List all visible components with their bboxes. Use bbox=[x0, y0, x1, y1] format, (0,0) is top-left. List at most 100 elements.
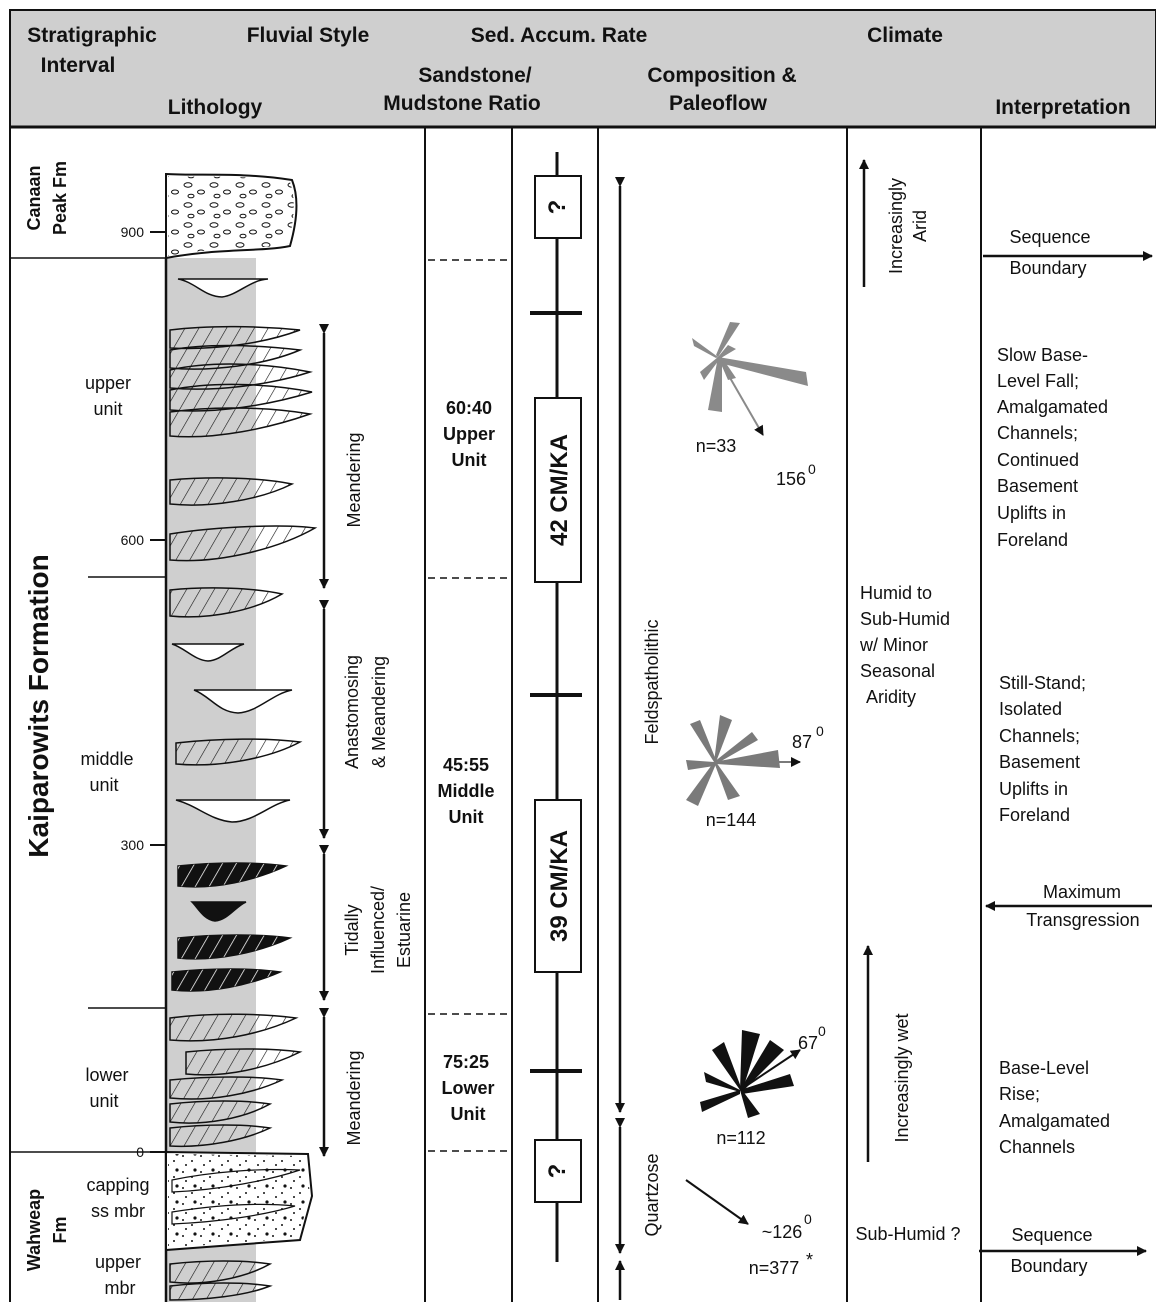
ratio-lower-value: 75:25 bbox=[443, 1052, 489, 1072]
table-header: Stratigraphic Interval Lithology Fluvial… bbox=[10, 10, 1156, 127]
interp-upper-8: Foreland bbox=[997, 530, 1068, 550]
wahweap-capping-sandstone bbox=[166, 1152, 312, 1250]
climate-subhumid: Sub-Humid ? bbox=[855, 1224, 960, 1244]
seq-top-2: Boundary bbox=[1009, 258, 1086, 278]
interp-upper-1: Slow Base- bbox=[997, 345, 1088, 365]
header-mudstone-ratio: Mudstone Ratio bbox=[383, 92, 541, 115]
capping-1: capping bbox=[86, 1175, 149, 1195]
middle-unit-2: unit bbox=[89, 775, 118, 795]
meandering-lower: Meandering bbox=[344, 1050, 364, 1145]
interpretation-column: Sequence Boundary Slow Base- Level Fall;… bbox=[979, 227, 1152, 1276]
wahweap-deg: 0 bbox=[804, 1211, 812, 1227]
wahweap-star: * bbox=[806, 1250, 813, 1270]
depth-label-0: 0 bbox=[136, 1144, 144, 1160]
lower-unit-2: unit bbox=[89, 1091, 118, 1111]
depth-label-900: 900 bbox=[121, 224, 145, 240]
ratio-middle-value: 45:55 bbox=[443, 755, 489, 775]
header-paleoflow: Paleoflow bbox=[669, 92, 768, 115]
column-borders bbox=[10, 127, 981, 1302]
wahweap-azimuth: ~126 bbox=[762, 1222, 803, 1242]
header-interval: Interval bbox=[41, 54, 116, 77]
seq-bottom-1: Sequence bbox=[1011, 1225, 1092, 1245]
upper-unit-1: upper bbox=[85, 373, 131, 393]
composition-quartzose: Quartzose bbox=[642, 1153, 662, 1236]
composition-feldspatholithic: Feldspatholithic bbox=[642, 619, 662, 744]
seq-bottom-2: Boundary bbox=[1010, 1256, 1087, 1276]
ratio-labels: 60:40 Upper Unit 45:55 Middle Unit 75:25… bbox=[438, 398, 496, 1124]
interp-middle-5: Uplifts in bbox=[999, 779, 1068, 799]
interp-middle-2: Isolated bbox=[999, 699, 1062, 719]
ratio-lower-unit: Unit bbox=[451, 1104, 486, 1124]
rose-upper-deg: 0 bbox=[808, 461, 816, 477]
upper-mbr-2: mbr bbox=[105, 1278, 136, 1298]
interp-lower-1: Base-Level bbox=[999, 1058, 1089, 1078]
header-climate: Climate bbox=[867, 24, 943, 47]
paleoflow-wahweap: ~126 0 n=377 * bbox=[686, 1180, 813, 1278]
wahweap-label-2: Fm bbox=[50, 1217, 70, 1244]
seq-top-1: Sequence bbox=[1009, 227, 1090, 247]
anastomosing-2: & Meandering bbox=[369, 656, 389, 768]
upper-mbr-1: upper bbox=[95, 1252, 141, 1272]
interp-middle-4: Basement bbox=[999, 752, 1080, 772]
rose-middle-deg: 0 bbox=[816, 723, 824, 739]
max-trans-2: Transgression bbox=[1026, 910, 1139, 930]
tidal-2: Influenced/ bbox=[368, 886, 388, 974]
climate-humid-5: Aridity bbox=[866, 687, 916, 707]
ratio-upper-name: Upper bbox=[443, 424, 495, 444]
climate-wet: Increasingly wet bbox=[892, 1013, 912, 1142]
interp-middle-1: Still-Stand; bbox=[999, 673, 1086, 693]
rate-upper: 42 CM/KA bbox=[546, 434, 573, 546]
rose-lower-deg: 0 bbox=[818, 1023, 826, 1039]
max-trans-1: Maximum bbox=[1043, 882, 1121, 902]
rose-upper-azimuth: 156 bbox=[776, 469, 806, 489]
interp-upper-3: Amalgamated bbox=[997, 397, 1108, 417]
climate-arid-2: Arid bbox=[910, 210, 930, 242]
interp-middle-6: Foreland bbox=[999, 805, 1070, 825]
rate-top-unknown: ? bbox=[544, 200, 571, 215]
rose-diagram-middle: n=144 87 0 bbox=[686, 715, 824, 830]
interp-upper-4: Channels; bbox=[997, 423, 1078, 443]
lower-unit-1: lower bbox=[85, 1065, 128, 1085]
depth-label-300: 300 bbox=[121, 837, 145, 853]
canaan-conglomerate bbox=[166, 174, 296, 258]
interp-upper-5: Continued bbox=[997, 450, 1079, 470]
canaan-label-1: Canaan bbox=[24, 165, 44, 230]
climate-column: Increasingly Arid Humid to Sub-Humid w/ … bbox=[855, 160, 960, 1244]
rose-lower-azimuth: 67 bbox=[798, 1033, 818, 1053]
ratio-upper-value: 60:40 bbox=[446, 398, 492, 418]
climate-arid-1: Increasingly bbox=[886, 178, 906, 274]
rose-upper-n: n=33 bbox=[696, 436, 737, 456]
anastomosing-1: Anastomosing bbox=[342, 655, 362, 769]
header-sandstone: Sandstone/ bbox=[418, 64, 531, 87]
rose-lower-n: n=112 bbox=[716, 1128, 765, 1148]
upper-unit-2: unit bbox=[93, 399, 122, 419]
ratio-dividers bbox=[428, 260, 510, 1151]
depth-ticks: 900 600 300 0 bbox=[121, 224, 166, 1160]
header-fluvial-style: Fluvial Style bbox=[247, 24, 370, 47]
rose-diagram-lower: n=112 67 0 bbox=[700, 1023, 826, 1148]
ratio-lower-name: Lower bbox=[441, 1078, 494, 1098]
depth-label-600: 600 bbox=[121, 532, 145, 548]
rate-lower: 39 CM/KA bbox=[546, 830, 573, 942]
capping-2: ss mbr bbox=[91, 1201, 145, 1221]
interp-middle-3: Channels; bbox=[999, 726, 1080, 746]
climate-humid-2: Sub-Humid bbox=[860, 609, 950, 629]
accum-rate-axis bbox=[530, 152, 582, 1262]
ratio-upper-unit: Unit bbox=[452, 450, 487, 470]
header-sed-accum-rate: Sed. Accum. Rate bbox=[471, 24, 648, 47]
interp-lower-2: Rise; bbox=[999, 1084, 1040, 1104]
header-composition: Composition & bbox=[647, 64, 796, 87]
header-lithology: Lithology bbox=[168, 96, 263, 119]
climate-humid-4: Seasonal bbox=[860, 661, 935, 681]
ratio-middle-unit: Unit bbox=[449, 807, 484, 827]
header-stratigraphic: Stratigraphic bbox=[27, 24, 157, 47]
rate-bottom-unknown: ? bbox=[544, 1164, 571, 1179]
interp-upper-7: Uplifts in bbox=[997, 503, 1066, 523]
ratio-middle-name: Middle bbox=[438, 781, 495, 801]
tidal-1: Tidally bbox=[342, 904, 362, 955]
formation-names: Canaan Peak Fm Kaiparowits Formation Wah… bbox=[23, 161, 70, 1271]
interp-upper-2: Level Fall; bbox=[997, 371, 1079, 391]
tidal-3: Estuarine bbox=[394, 892, 414, 968]
header-interpretation: Interpretation bbox=[995, 96, 1130, 119]
